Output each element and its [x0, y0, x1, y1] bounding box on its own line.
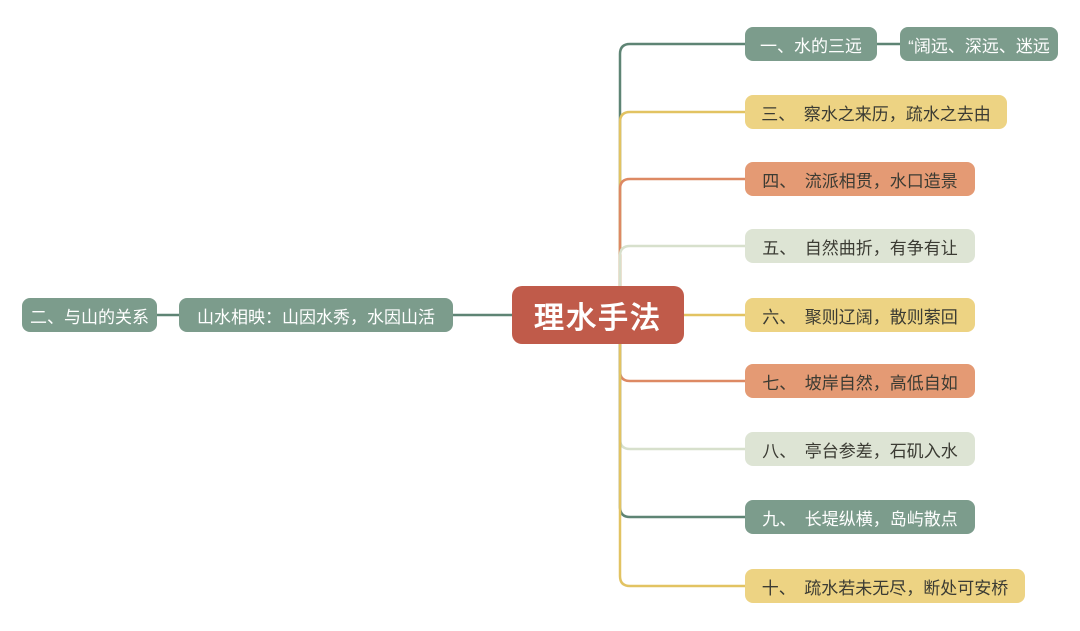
connector-branch-1 [618, 42, 747, 288]
connector-branch-3 [618, 110, 747, 288]
connector-branch-10 [618, 342, 747, 588]
connector-branch-8 [618, 342, 747, 451]
right-topic-6[interactable]: 六、 聚则辽阔，散则萦回 [745, 298, 975, 332]
right-topic-10[interactable]: 十、 疏水若未无尽，断处可安桥 [745, 569, 1025, 603]
left-subtopic[interactable]: 山水相映：山因水秀，水因山活 [179, 298, 453, 332]
right-topic-1-child[interactable]: “阔远、深远、迷远 [900, 27, 1058, 61]
right-topic-4[interactable]: 四、 流派相贯，水口造景 [745, 162, 975, 196]
right-topic-5[interactable]: 五、 自然曲折，有争有让 [745, 229, 975, 263]
central-topic[interactable]: 理水手法 [512, 286, 684, 344]
right-topic-9[interactable]: 九、 长堤纵横，岛屿散点 [745, 500, 975, 534]
right-topic-7[interactable]: 七、 坡岸自然，高低自如 [745, 364, 975, 398]
left-topic[interactable]: 二、与山的关系 [22, 298, 157, 332]
right-topic-8[interactable]: 八、 亭台参差，石矶入水 [745, 432, 975, 466]
connector-branch-7 [618, 342, 747, 383]
right-topic-3[interactable]: 三、 察水之来历，疏水之去由 [745, 95, 1007, 129]
connector-branch-4 [618, 177, 747, 288]
right-topic-1[interactable]: 一、水的三远 [745, 27, 877, 61]
connector-branch-9 [618, 342, 747, 519]
connector-branch-5 [618, 244, 747, 288]
